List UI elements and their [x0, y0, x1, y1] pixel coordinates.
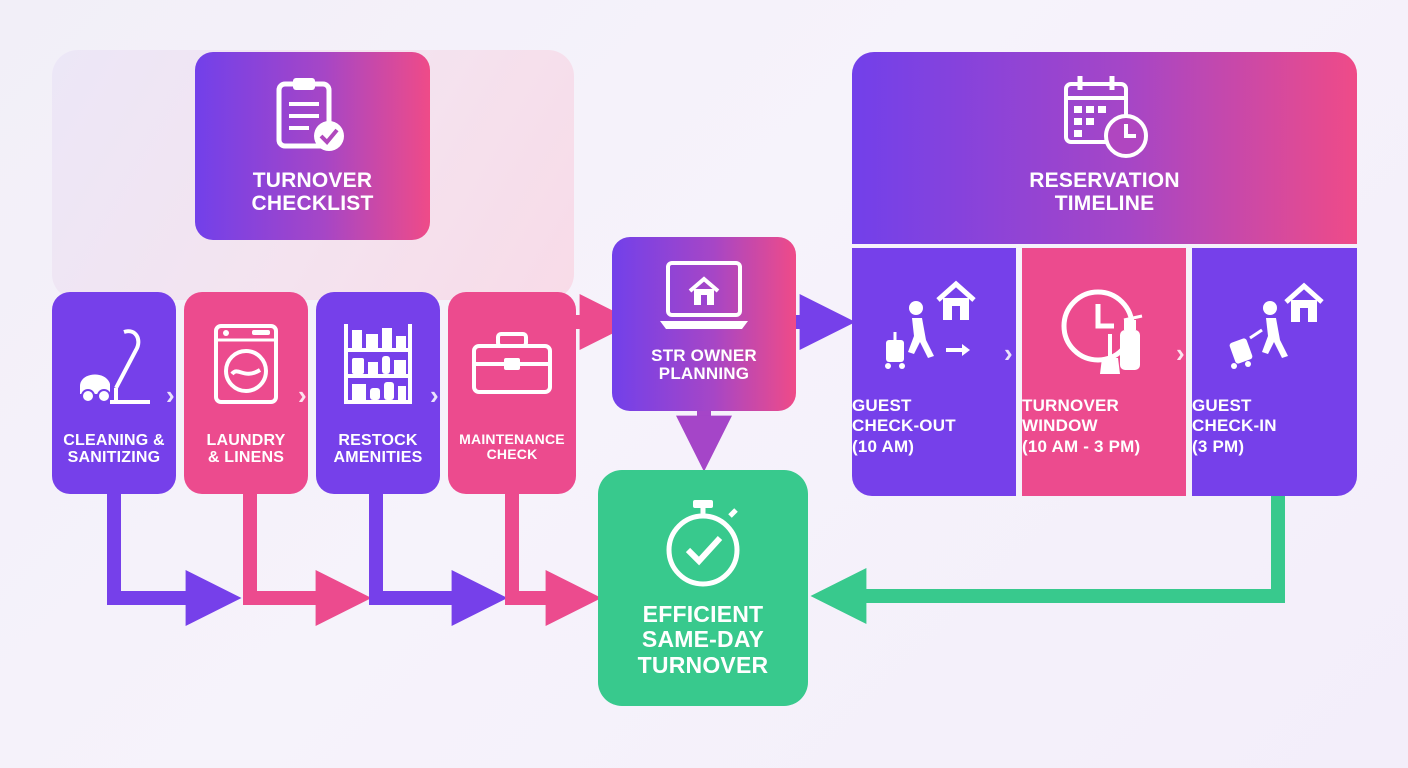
task-cleaning-line1: CLEANING &	[63, 432, 165, 449]
check-in-line3: (3 PM)	[1192, 436, 1245, 456]
check-in-label: GUEST CHECK-IN (3 PM)	[1192, 396, 1357, 457]
guest-leaving-icon	[885, 280, 976, 369]
checklist-title-line2: CHECKLIST	[251, 191, 374, 215]
check-out-line3: (10 AM)	[852, 436, 915, 456]
task-maintenance-line1: MAINTENANCE	[459, 431, 565, 447]
washing-machine-icon	[214, 324, 278, 404]
task-cleaning-sanitizing: CLEANING & SANITIZING ›	[52, 292, 176, 494]
vacuum-icon	[80, 329, 150, 404]
task-restock-label: RESTOCK AMENITIES	[316, 432, 440, 467]
task-cleaning-label: CLEANING & SANITIZING	[52, 432, 176, 467]
chevron-right-icon: ›	[1176, 338, 1185, 368]
planning-line1: STR OWNER	[651, 346, 757, 365]
timeline-title: RESERVATION TIMELINE	[852, 169, 1357, 215]
arrow-maintenance-to-outcome	[505, 494, 602, 626]
str-owner-planning-box: STR OWNER PLANNING	[612, 237, 796, 411]
task-restock-amenities: RESTOCK AMENITIES ›	[316, 292, 440, 494]
turnover-checklist-box: TURNOVER CHECKLIST	[195, 52, 430, 240]
chevron-right-icon: ›	[1004, 338, 1013, 368]
task-laundry-line2: & LINENS	[207, 449, 285, 467]
toolbox-icon	[472, 332, 552, 394]
outcome-line2: SAME-DAY	[641, 626, 765, 653]
efficient-same-day-turnover-box: EFFICIENT SAME-DAY TURNOVER	[598, 470, 808, 706]
task-laundry-line1: LAUNDRY	[206, 432, 286, 449]
chevron-right-icon: ›	[430, 380, 439, 410]
turnover-window-line3: (10 AM - 3 PM)	[1022, 436, 1141, 456]
stopwatch-check-icon	[666, 500, 740, 587]
timeline-guest-check-in: GUEST CHECK-IN (3 PM)	[1192, 248, 1357, 496]
chevron-right-icon: ›	[166, 380, 175, 410]
check-out-line1: GUEST	[852, 396, 912, 415]
outcome-label: EFFICIENT SAME-DAY TURNOVER	[598, 601, 808, 678]
clock-cleaning-icon	[1061, 289, 1143, 374]
turnover-window-label: TURNOVER WINDOW (10 AM - 3 PM)	[1022, 396, 1186, 457]
checklist-title: TURNOVER CHECKLIST	[195, 169, 430, 215]
planning-line2: PLANNING	[658, 364, 750, 384]
check-out-line2: CHECK-OUT	[852, 416, 956, 436]
check-in-line2: CHECK-IN	[1192, 416, 1277, 436]
turnover-window-line1: TURNOVER	[1022, 396, 1119, 415]
turnover-window-line2: WINDOW	[1022, 416, 1098, 436]
task-restock-line1: RESTOCK	[338, 432, 418, 449]
task-maintenance-line2: CHECK	[486, 446, 538, 463]
task-laundry-label: LAUNDRY & LINENS	[184, 432, 308, 467]
planning-label: STR OWNER PLANNING	[612, 346, 796, 384]
calendar-clock-icon	[1064, 76, 1148, 158]
timeline-turnover-window: TURNOVER WINDOW (10 AM - 3 PM) ›	[1022, 248, 1186, 496]
check-out-label: GUEST CHECK-OUT (10 AM)	[852, 396, 1016, 457]
shelf-icon	[344, 324, 412, 404]
clipboard-check-icon	[276, 78, 344, 151]
reservation-timeline-box: RESERVATION TIMELINE	[852, 52, 1357, 244]
task-restock-line2: AMENITIES	[333, 449, 423, 467]
task-maintenance-check: MAINTENANCE CHECK	[448, 292, 576, 494]
task-laundry-linens: LAUNDRY & LINENS ›	[184, 292, 308, 494]
task-cleaning-line2: SANITIZING	[67, 449, 161, 467]
chevron-right-icon: ›	[298, 380, 307, 410]
guest-arriving-icon	[1229, 282, 1324, 369]
checklist-title-line1: TURNOVER	[252, 169, 373, 192]
check-in-line1: GUEST	[1192, 396, 1252, 415]
timeline-guest-check-out: GUEST CHECK-OUT (10 AM) ›	[852, 248, 1016, 496]
outcome-line3: TURNOVER	[637, 651, 769, 678]
task-maintenance-label: MAINTENANCE CHECK	[448, 431, 576, 463]
arrow-timeline-to-outcome	[810, 494, 1285, 624]
timeline-title-line2: TIMELINE	[1054, 191, 1155, 215]
arrow-restock-to-outcome	[369, 494, 508, 626]
arrow-cleaning-to-outcome	[107, 494, 242, 626]
arrow-laundry-to-outcome	[243, 494, 372, 626]
timeline-title-line1: RESERVATION	[1029, 169, 1180, 192]
laptop-home-icon	[660, 261, 748, 329]
outcome-line1: EFFICIENT	[642, 601, 764, 627]
